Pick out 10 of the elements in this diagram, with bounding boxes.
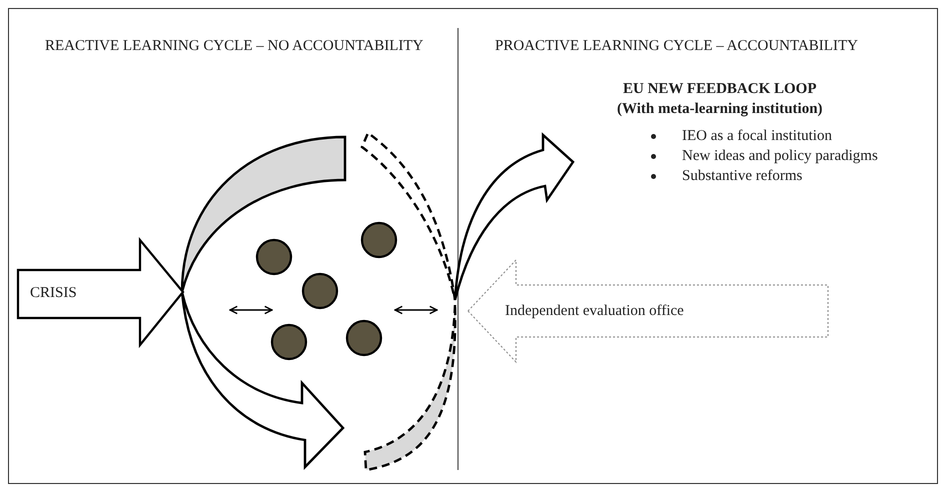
bullet-text: New ideas and policy paradigms <box>682 147 878 165</box>
dotted-block-arrow <box>468 260 828 362</box>
section-heading: REACTIVE LEARNING CYCLE – NO ACCOUNTABILITY <box>45 37 424 55</box>
arrow-label: CRISIS <box>30 284 77 302</box>
bullet-text: IEO as a focal institution <box>682 127 832 145</box>
arrow-label: Independent evaluation office <box>505 302 684 320</box>
section-heading: PROACTIVE LEARNING CYCLE – ACCOUNTABILITY <box>495 37 858 55</box>
box-subheading: (With meta-learning institution) <box>617 100 823 118</box>
box-heading: EU NEW FEEDBACK LOOP <box>623 80 816 98</box>
bullet-text: Substantive reforms <box>682 167 802 185</box>
